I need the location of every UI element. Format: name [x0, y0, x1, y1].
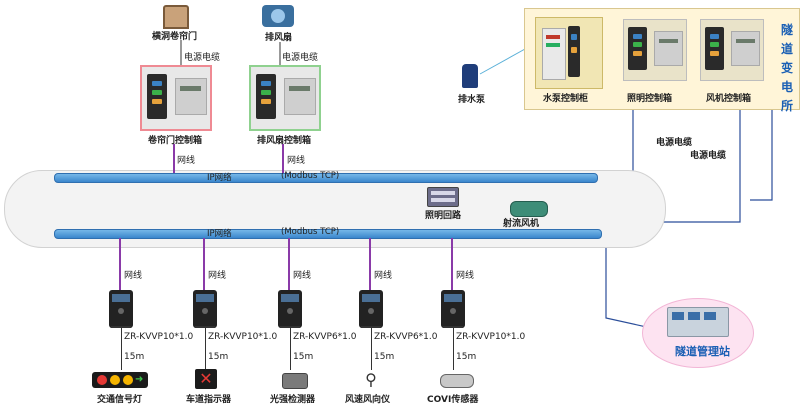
exhaust-control-box: [249, 65, 321, 131]
field-cable-label: ZR-KVVP6*1.0: [374, 332, 438, 342]
field-cable-line: [290, 328, 291, 370]
bus-lower-label: IP网络: [207, 229, 232, 239]
lighting-control-box: [623, 19, 687, 81]
sensor-label: COVI传感器: [427, 395, 479, 405]
substation-label: 隧道变电所: [780, 23, 793, 113]
controller-unit-icon: [441, 290, 465, 328]
exhaust-net-label: 网线: [287, 156, 306, 166]
field-length-label: 15m: [374, 352, 395, 362]
field-net-label: 网线: [374, 271, 393, 281]
drain-pump-icon: [462, 64, 478, 88]
pump-label: 排水泵: [458, 95, 486, 105]
power-cable-label-shutter: 电源电缆: [184, 53, 221, 63]
ip-bus-lower: IP网络 (Modbus TCP): [54, 227, 602, 239]
light-detector-icon: [282, 373, 308, 389]
anemometer-icon: ⚲: [365, 370, 377, 389]
sensor-label: 交通信号灯: [97, 395, 143, 405]
lighting-circuit-label: 照明回路: [425, 211, 462, 221]
exhaust-fan-icon: [262, 5, 294, 27]
station-label: 隧道管理站: [675, 345, 730, 358]
field-net-line: [451, 238, 453, 291]
field-net-label: 网线: [124, 271, 143, 281]
power-cable-label-lighting: 电源电缆: [656, 138, 693, 148]
bus-lower-protocol: (Modbus TCP): [281, 227, 340, 237]
shutter-door-icon: [163, 5, 189, 29]
exhaust-net-line: [282, 144, 284, 173]
sensor-label: 车道指示器: [186, 395, 232, 405]
field-length-label: 15m: [124, 352, 145, 362]
power-cable-label-fan: 电源电缆: [282, 53, 319, 63]
field-cable-label: ZR-KVVP6*1.0: [293, 332, 357, 342]
pump-cabinet: [535, 17, 603, 89]
field-net-line: [288, 238, 290, 291]
bus-upper-label: IP网络: [207, 173, 232, 183]
fan-box-label: 风机控制箱: [706, 94, 752, 104]
traffic-light-icon: ➜: [92, 372, 148, 388]
control-room-icon: [667, 307, 729, 337]
shutter-door-label: 横洞卷帘门: [152, 32, 198, 42]
controller-unit-icon: [278, 290, 302, 328]
exhaust-box-label: 排风扇控制箱: [257, 136, 312, 146]
field-net-line: [203, 238, 205, 291]
lighting-box-label: 照明控制箱: [627, 94, 673, 104]
fan-control-box: [700, 19, 764, 81]
bus-upper-protocol: (Modbus TCP): [281, 171, 340, 181]
lighting-circuit-icon: [427, 187, 459, 207]
field-net-line: [369, 238, 371, 291]
shutter-net-line: [173, 144, 175, 173]
jet-fan-icon: [510, 201, 548, 217]
power-cable-label-jetfan: 电源电缆: [690, 151, 727, 161]
field-net-label: 网线: [293, 271, 312, 281]
sensor-label: 风速风向仪: [345, 395, 391, 405]
shutter-control-box: [140, 65, 212, 131]
field-cable-line: [371, 328, 372, 370]
field-net-label: 网线: [208, 271, 227, 281]
lane-indicator-icon: ✕: [195, 369, 217, 389]
field-net-line: [119, 238, 121, 291]
ip-bus-upper: IP网络 (Modbus TCP): [54, 171, 598, 183]
field-length-label: 15m: [208, 352, 229, 362]
exhaust-fan-label: 排风扇: [265, 33, 293, 43]
field-cable-label: ZR-KVVP10*1.0: [456, 332, 526, 342]
field-cable-label: ZR-KVVP10*1.0: [208, 332, 278, 342]
controller-unit-icon: [109, 290, 133, 328]
substation-link: [750, 100, 773, 201]
field-cable-line: [121, 328, 122, 370]
shutter-net-label: 网线: [177, 156, 196, 166]
pump-cabinet-label: 水泵控制柜: [543, 94, 589, 104]
covi-sensor-icon: [440, 374, 474, 388]
field-cable-line: [453, 328, 454, 370]
controller-unit-icon: [359, 290, 383, 328]
field-length-label: 15m: [456, 352, 477, 362]
jet-fan-label: 射流风机: [503, 219, 540, 229]
station-ellipse: 隧道管理站: [642, 298, 754, 368]
sensor-label: 光强检测器: [270, 395, 316, 405]
substation-area: 水泵控制柜 照明控制箱 风机控制箱 隧道变电所: [524, 8, 800, 113]
field-cable-label: ZR-KVVP10*1.0: [124, 332, 194, 342]
field-net-label: 网线: [456, 271, 475, 281]
field-cable-line: [205, 328, 206, 370]
controller-unit-icon: [193, 290, 217, 328]
field-length-label: 15m: [293, 352, 314, 362]
shutter-box-label: 卷帘门控制箱: [148, 136, 203, 146]
